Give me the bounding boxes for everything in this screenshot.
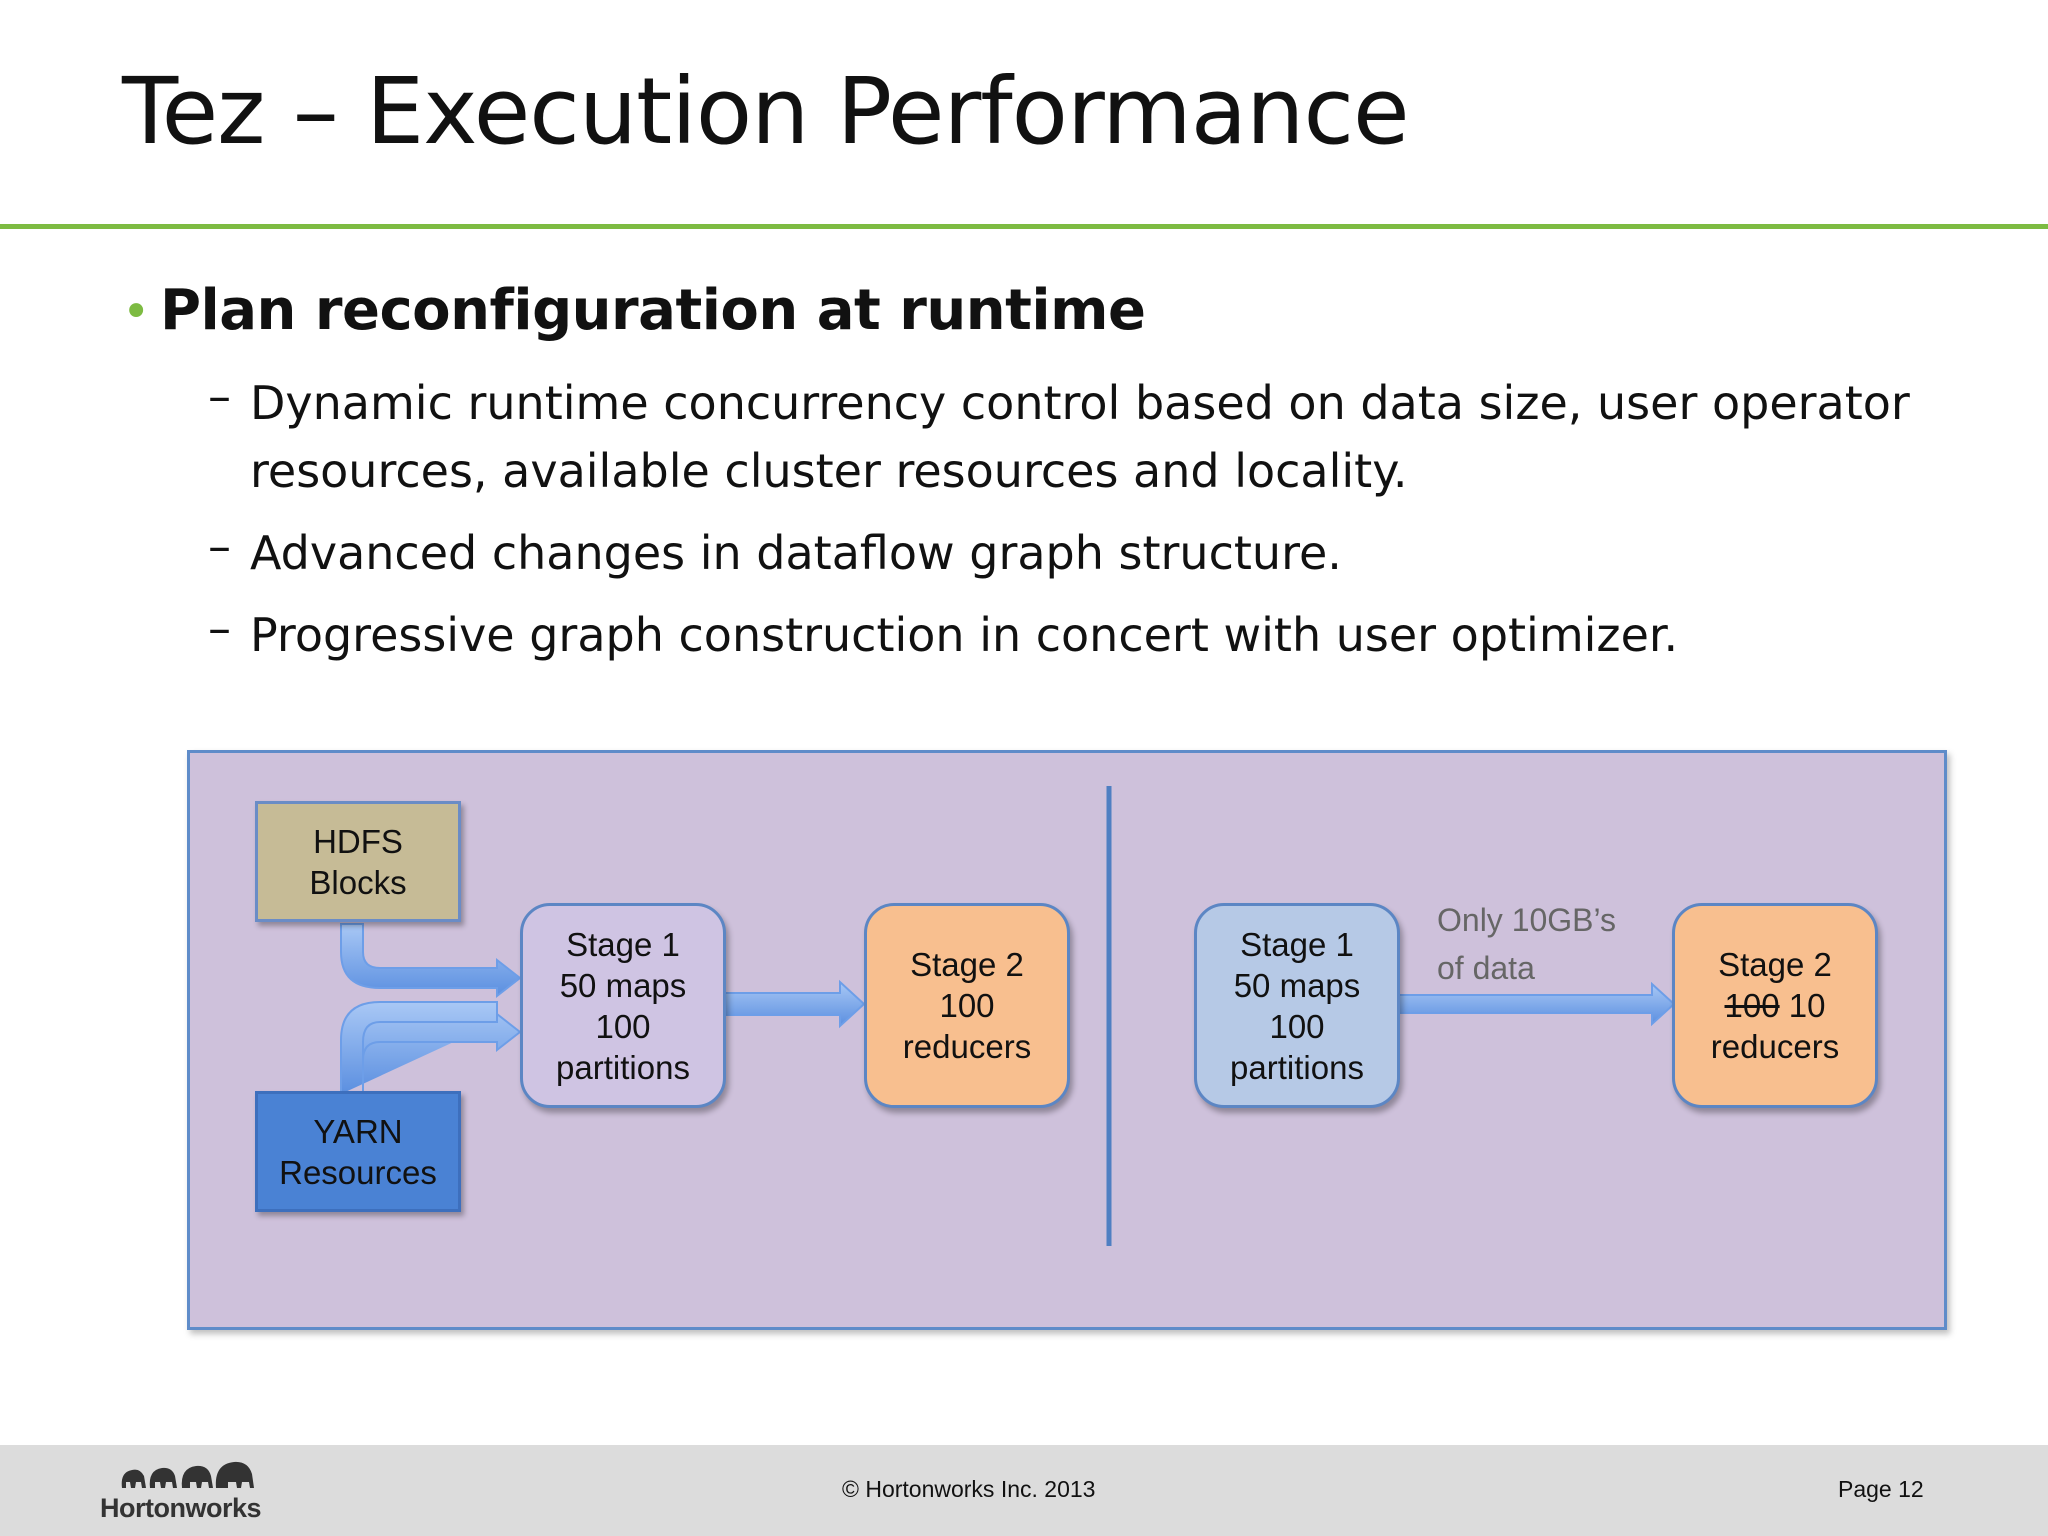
sub-bullet-dash: – xyxy=(208,519,231,573)
hdfs-label-2: Blocks xyxy=(309,863,407,901)
slide-footer xyxy=(0,1445,2048,1536)
stage-reducer-count: 100 xyxy=(939,987,995,1024)
slide-title: Tez – Execution Performance xyxy=(122,58,1410,165)
sub-bullet-1-line-1: Dynamic runtime concurrency control base… xyxy=(250,376,1910,430)
sub-bullet-3: Progressive graph construction in concer… xyxy=(250,608,1679,662)
yarn-resources-box: YARN Resources xyxy=(255,1091,461,1212)
sub-bullet-2: Advanced changes in dataflow graph struc… xyxy=(250,526,1342,580)
note-line-2: of data xyxy=(1437,950,1535,986)
stage-reducer-count: 100 10 xyxy=(1725,985,1826,1026)
stage-reducers-label: reducers xyxy=(902,1028,1032,1065)
hdfs-label-1: HDFS xyxy=(313,822,403,860)
left-stage2-box: Stage 2 100 reducers xyxy=(864,903,1070,1108)
stage-partitions-label: partitions xyxy=(1230,1048,1364,1086)
struck-reducer-count: 100 xyxy=(1724,987,1780,1024)
note-line-1: Only 10GB’s xyxy=(1437,902,1617,938)
right-stage1-box: Stage 1 50 maps 100 partitions xyxy=(1194,903,1400,1108)
sub-bullet-dash: – xyxy=(208,601,231,655)
data-size-note: Only 10GB’s of data xyxy=(1437,896,1616,992)
page-number: Page 12 xyxy=(1838,1476,1924,1502)
main-bullet: Plan reconfiguration at runtime xyxy=(160,278,1146,343)
sub-bullet-1-line-2: resources, available cluster resources a… xyxy=(250,444,1408,498)
new-reducer-count: 10 xyxy=(1788,987,1826,1024)
stage-maps: 50 maps xyxy=(559,966,687,1004)
left-stage1-box: Stage 1 50 maps 100 partitions xyxy=(520,903,726,1108)
left-stage-arrow xyxy=(723,979,866,1029)
stage-partitions-label: partitions xyxy=(556,1048,690,1086)
stage-partitions-count: 100 xyxy=(1269,1007,1325,1045)
right-stage-arrow xyxy=(1397,981,1676,1027)
bullet-icon: • xyxy=(122,284,151,340)
stage-label: Stage 2 xyxy=(910,946,1024,983)
logo-wordmark: Hortonworks xyxy=(100,1493,262,1523)
yarn-label-2: Resources xyxy=(279,1153,437,1191)
right-stage2-box: Stage 2 100 10 reducers xyxy=(1672,903,1878,1108)
stage-maps: 50 maps xyxy=(1233,966,1361,1004)
hdfs-blocks-box: HDFS Blocks xyxy=(255,801,461,922)
hdfs-arrow xyxy=(340,923,522,999)
stage-reducers-label: reducers xyxy=(1710,1028,1840,1065)
sub-bullet-dash: – xyxy=(208,369,231,423)
title-divider xyxy=(0,224,2048,229)
stage-label: Stage 1 xyxy=(566,925,680,963)
stage-partitions-count: 100 xyxy=(595,1007,651,1045)
yarn-label-1: YARN xyxy=(313,1112,403,1150)
sub-bullet-1: Dynamic runtime concurrency control base… xyxy=(250,369,1910,505)
stage-label: Stage 1 xyxy=(1240,925,1354,963)
elephant-logo-icon xyxy=(121,1461,254,1488)
copyright-text: © Hortonworks Inc. 2013 xyxy=(842,1476,1096,1502)
yarn-arrow xyxy=(340,1001,522,1095)
stage-label: Stage 2 xyxy=(1718,946,1832,983)
